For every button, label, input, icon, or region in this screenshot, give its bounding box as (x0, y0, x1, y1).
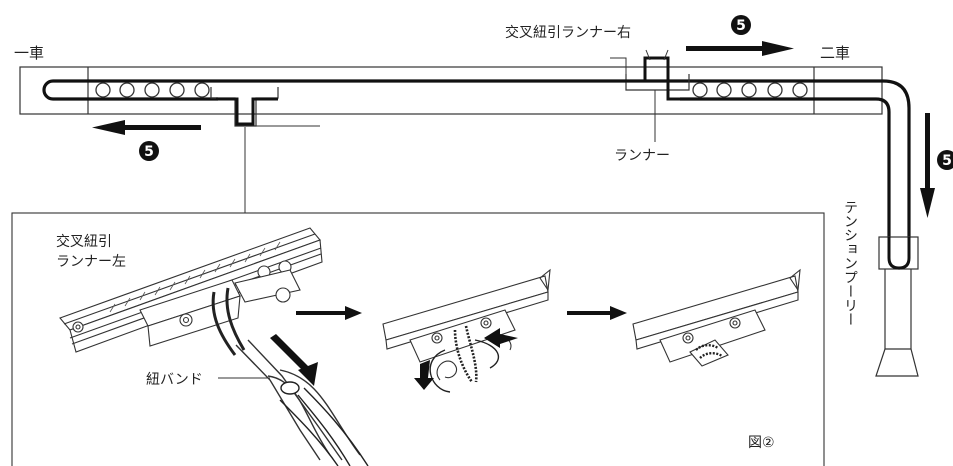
hole (95, 82, 111, 98)
step-marker-top: 5 (731, 15, 751, 35)
hole (716, 82, 732, 98)
label-runner-left-line2: ランナー左 (56, 254, 126, 270)
step-marker-top-text: 5 (736, 18, 746, 34)
leader-lines (244, 49, 669, 213)
hole (767, 82, 783, 98)
label-runner-left-line1: 交叉紐引 (56, 233, 112, 250)
runner-left-cord (216, 97, 278, 126)
step-marker-right-text: 5 (942, 153, 952, 169)
arrow-right-top (686, 41, 794, 56)
step-marker-left: 5 (139, 141, 159, 161)
step-marker-left-text: 5 (144, 144, 154, 160)
hole (792, 82, 808, 98)
detail-runner-step3 (632, 268, 801, 367)
runner-left-shape (210, 87, 279, 127)
cord-loop (42, 79, 911, 270)
holes-right (692, 82, 808, 98)
hole (169, 82, 185, 98)
rail-outline (19, 66, 883, 115)
label-cord-band: 紐バンド (146, 372, 203, 388)
detail-runner-step2 (382, 268, 551, 393)
rotate-arrows (414, 328, 518, 390)
runner-right-cord (580, 56, 690, 101)
arrow-down-right (920, 113, 935, 218)
label-runner: ランナー (614, 148, 670, 164)
step-marker-right: 5 (937, 150, 953, 170)
hole (144, 82, 160, 98)
label-figure: 図② (748, 435, 775, 451)
label-tension-pulley: テンションプーリー (842, 200, 858, 326)
leader-tick-2 (663, 49, 669, 61)
upper-rail (19, 66, 883, 115)
detail-box (11, 212, 825, 466)
hole (692, 82, 708, 98)
hole (119, 82, 135, 98)
arrow-left (92, 120, 201, 135)
detail-arrows (270, 306, 627, 386)
label-runner-right: 交叉紐引ランナー右 (505, 24, 631, 41)
detail-runner-left (59, 227, 369, 466)
leader-runner-right (610, 57, 627, 75)
hole (194, 82, 210, 98)
direction-arrows (92, 41, 935, 218)
label-car-two: 二車 (820, 44, 850, 62)
leader-tick-1 (645, 49, 651, 61)
tension-pulley (875, 236, 919, 377)
arrow-step-1 (296, 306, 362, 320)
arrow-pull-diagonal (270, 334, 318, 386)
arrow-step-2 (567, 306, 627, 320)
hole (741, 82, 757, 98)
holes-left (95, 82, 210, 98)
label-car-one: 一車 (14, 44, 44, 62)
